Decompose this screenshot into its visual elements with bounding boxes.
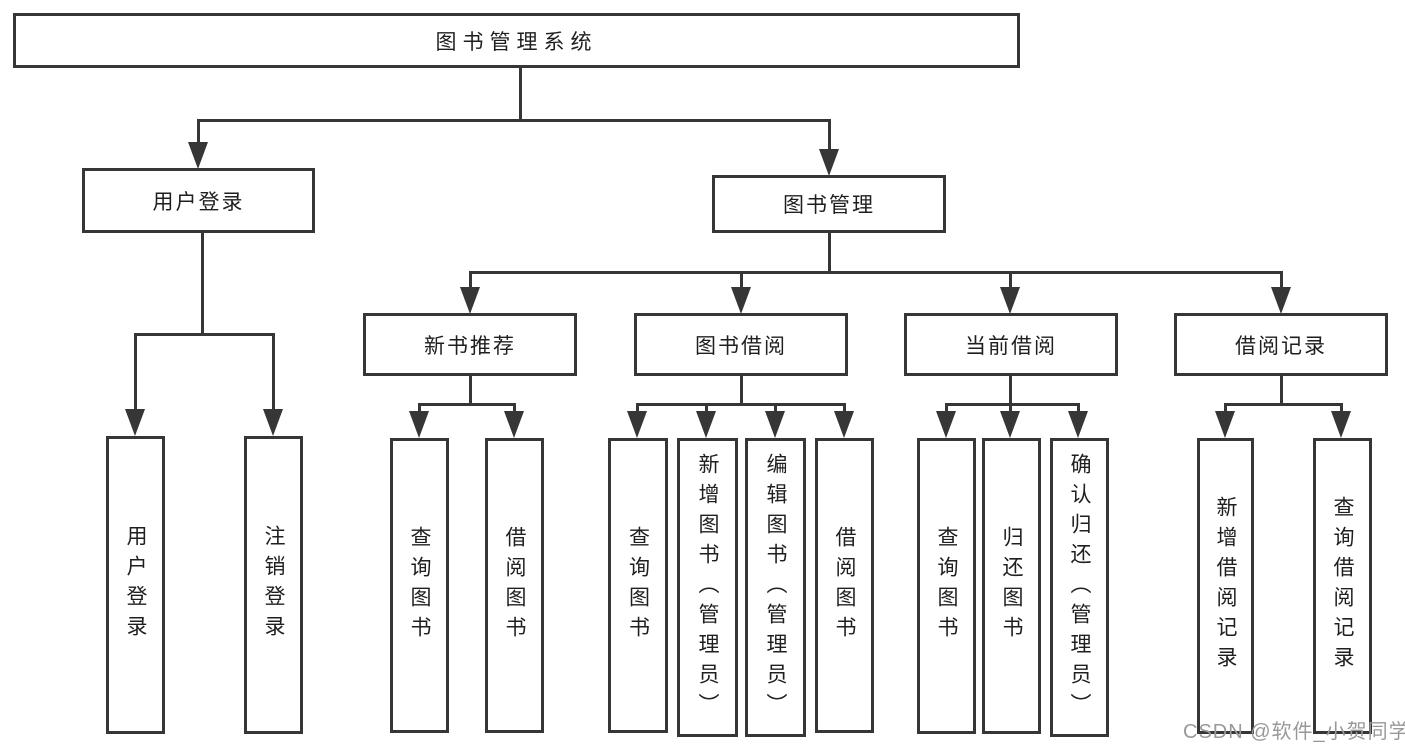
connector-drop-leaf-user-login: [134, 333, 137, 411]
leaf-user-login: 用户登录: [106, 436, 165, 734]
leaf-label: 查询图书: [408, 525, 431, 646]
node-user-login: 用户登录: [82, 168, 315, 233]
csdn-watermark: CSDN @软件_小贺同学: [1183, 721, 1405, 743]
connector-drop-c1: [636, 403, 639, 414]
node-label: 借阅记录: [1235, 334, 1327, 358]
leaf-label: 查询图书: [935, 526, 958, 646]
node-borrow-records: 借阅记录: [1174, 313, 1388, 376]
connector-drop-e1: [1224, 403, 1227, 414]
arrowhead-records: [1271, 287, 1291, 314]
arrowhead-borrow: [731, 287, 751, 314]
connector-drop-e2: [1340, 403, 1343, 414]
connector-drop-b1: [418, 403, 421, 414]
connector-records-stem: [1280, 376, 1283, 406]
leaf-add-borrow-record: 新增借阅记录: [1197, 438, 1254, 734]
arrowhead-d2: [1000, 411, 1020, 438]
connector-drop-borrow: [740, 271, 743, 288]
leaf-current-query-books: 查询图书: [917, 438, 976, 734]
connector-borrow-stem: [740, 376, 743, 406]
arrowhead-b1: [409, 411, 429, 438]
connector-drop-current: [1009, 271, 1012, 288]
node-label: 图书管理系统: [435, 30, 598, 54]
arrowhead-d3: [1068, 411, 1088, 438]
arrowhead-c1: [627, 411, 647, 438]
arrowhead-e2: [1331, 411, 1351, 438]
node-new-book-recommend: 新书推荐: [363, 313, 577, 376]
leaf-recommend-borrow-books: 借阅图书: [485, 438, 544, 733]
connector-drop-d1: [945, 403, 948, 414]
connector-drop-book-management: [828, 119, 831, 150]
leaf-label: 用户登录: [124, 525, 147, 645]
connector-current-hline: [945, 403, 1080, 406]
arrowhead-leaf-logout: [263, 409, 283, 436]
arrowhead-user-login: [188, 142, 208, 169]
arrowhead-c3: [765, 411, 785, 438]
leaf-query-borrow-record: 查询借阅记录: [1313, 438, 1372, 734]
connector-recommend-hline: [418, 403, 516, 406]
connector-current-stem: [1009, 376, 1012, 406]
node-book-management: 图书管理: [712, 175, 946, 233]
arrowhead-book-management: [819, 149, 839, 176]
arrowhead-c4: [834, 411, 854, 438]
connector-recommend-stem: [469, 376, 472, 406]
arrowhead-b2: [504, 411, 524, 438]
connector-drop-recommend: [469, 271, 472, 288]
arrowhead-c2: [696, 411, 716, 438]
connector-user-login-stem: [201, 232, 204, 336]
leaf-confirm-return-admin: 确认归还（管理员）: [1050, 438, 1109, 737]
leaf-label: 借阅图书: [833, 525, 856, 646]
connector-drop-c3: [774, 403, 777, 414]
connector-records-hline: [1224, 403, 1343, 406]
leaf-recommend-query-books: 查询图书: [390, 438, 449, 733]
node-library-management-system: 图书管理系统: [13, 13, 1020, 68]
connector-drop-c2: [705, 403, 708, 414]
leaf-logout-login: 注销登录: [244, 436, 303, 734]
connector-level3-hline: [469, 271, 1283, 274]
node-label: 新书推荐: [424, 334, 516, 358]
connector-root-trunk: [519, 67, 522, 120]
arrowhead-recommend: [460, 287, 480, 314]
leaf-label: 借阅图书: [503, 525, 526, 646]
connector-drop-user-login: [197, 119, 200, 143]
node-label: 当前借阅: [965, 334, 1057, 358]
connector-drop-d2: [1009, 403, 1012, 414]
node-book-borrow: 图书借阅: [634, 313, 848, 376]
leaf-label: 查询借阅记录: [1331, 496, 1354, 676]
connector-book-management-stem: [828, 232, 831, 273]
connector-borrow-hline: [636, 403, 845, 406]
leaf-label: 新增借阅记录: [1214, 496, 1237, 676]
node-label: 图书借阅: [695, 334, 787, 358]
leaf-label: 确认归还（管理员）: [1068, 452, 1091, 723]
arrowhead-d1: [936, 411, 956, 438]
leaf-label: 查询图书: [626, 525, 650, 646]
connector-drop-records: [1280, 271, 1283, 288]
leaf-label: 归还图书: [1000, 526, 1023, 646]
connector-level2-hline: [197, 119, 831, 122]
leaf-label: 新增图书（管理员）: [696, 452, 719, 723]
node-current-borrow: 当前借阅: [904, 313, 1118, 376]
node-label: 用户登录: [152, 190, 245, 214]
connector-drop-b2: [513, 403, 516, 414]
leaf-return-books: 归还图书: [982, 438, 1041, 734]
connector-drop-leaf-logout: [272, 333, 275, 411]
node-label: 图书管理: [783, 194, 875, 217]
connector-drop-c4: [843, 403, 846, 414]
leaf-edit-books-admin: 编辑图书（管理员）: [745, 438, 806, 737]
leaf-label: 注销登录: [262, 525, 285, 645]
arrowhead-leaf-user-login: [125, 409, 145, 436]
leaf-add-books-admin: 新增图书（管理员）: [677, 438, 738, 737]
leaf-label: 编辑图书（管理员）: [764, 452, 787, 723]
arrowhead-current: [1000, 287, 1020, 314]
arrowhead-e1: [1215, 411, 1235, 438]
connector-drop-d3: [1077, 403, 1080, 414]
leaf-borrow-books: 借阅图书: [815, 438, 874, 733]
connector-user-login-hline: [134, 333, 275, 336]
leaf-borrow-query-books: 查询图书: [608, 438, 668, 733]
